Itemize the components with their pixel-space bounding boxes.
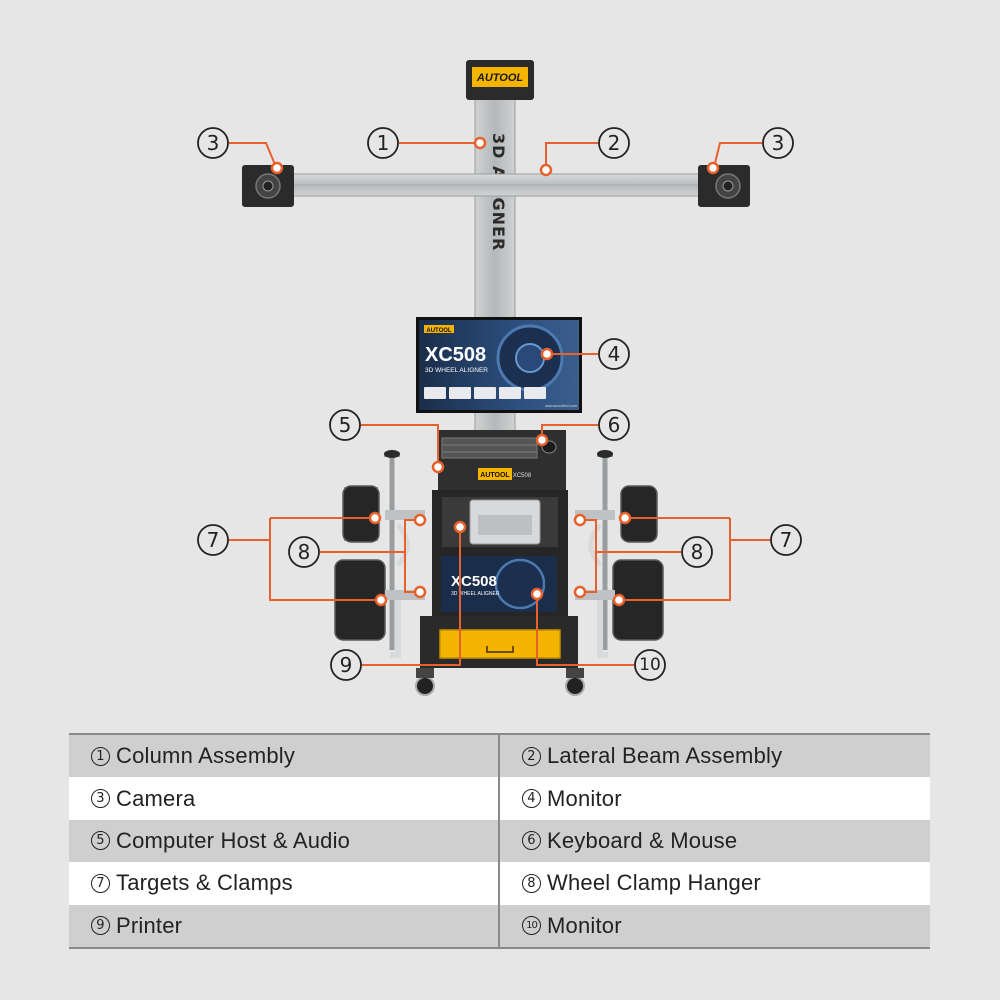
svg-text:10: 10 [639,655,661,675]
legend-item-8: 8 Wheel Clamp Hanger [500,862,930,905]
lower-monitor-subtitle: 3D WHEEL ALIGNER [451,591,500,597]
legend-label: Monitor [547,785,622,811]
camera-right [698,165,750,207]
svg-text:8: 8 [691,540,704,564]
svg-text:3: 3 [207,131,220,155]
lateral-beam [287,173,707,197]
monitor-model: XC508 [425,344,486,366]
cabinet-model: XC508 [513,473,532,479]
legend-label: Printer [116,912,183,938]
main-monitor: AUTOOL XC508 3D WHEEL ALIGNER www.autool… [416,317,582,413]
svg-text:9: 9 [340,653,353,677]
legend-number: 6 [522,831,541,851]
aligner-diagram: AUTOOL 3D ALIGNER AUTOOL XC508 3D WHEEL … [197,60,802,696]
svg-text:5: 5 [339,413,352,437]
callout-3-right: 3 [762,127,794,159]
monitor-brand: AUTOOL [426,328,452,334]
legend-label: Camera [116,785,196,811]
legend-label: Monitor [547,912,622,938]
svg-text:7: 7 [780,528,793,552]
legend-item-10: 10 Monitor [500,904,930,947]
callout-1: 1 [367,127,399,159]
legend-item-4: 4 Monitor [500,777,930,820]
anchor-dots [270,136,720,607]
svg-text:2: 2 [608,131,621,155]
callout-8-right: 8 [681,536,713,568]
legend-item-1: 1 Column Assembly [69,735,500,778]
cabinet: AUTOOL XC508 XC508 3D WHEEL ALIGNER [415,430,585,696]
legend-item-6: 6 Keyboard & Mouse [500,819,930,863]
callout-6: 6 [598,409,630,441]
legend-number: 9 [91,916,110,936]
legend-label: Lateral Beam Assembly [547,743,783,769]
legend-item-9: 9 Printer [69,904,500,947]
legend-table: 1 Column Assembly 2 Lateral Beam Assembl… [69,733,930,949]
legend-number: 3 [91,789,110,809]
monitor-url: www.autooltech.com [545,404,577,408]
legend-item-3: 3 Camera [69,777,500,820]
callout-2: 2 [598,127,630,159]
svg-text:7: 7 [207,528,220,552]
legend-number: 4 [522,789,541,809]
lower-monitor-model: XC508 [451,573,497,590]
camera-left [242,165,294,207]
svg-text:4: 4 [608,342,621,366]
legend-label: Computer Host & Audio [116,827,351,853]
cabinet-brand: AUTOOL [480,472,510,479]
legend-number: 8 [522,873,541,893]
legend-number: 7 [91,873,110,893]
callout-10: 10 [634,649,666,681]
callout-9: 9 [330,649,362,681]
legend-item-2: 2 Lateral Beam Assembly [500,735,930,778]
callout-7-left: 7 [197,524,229,556]
svg-text:8: 8 [298,540,311,564]
svg-text:3: 3 [772,131,785,155]
callout-4: 4 [598,338,630,370]
leader-lines [229,142,770,666]
callout-3-left: 3 [197,127,229,159]
legend-number: 10 [522,916,541,936]
legend-label: Keyboard & Mouse [547,827,738,853]
monitor-subtitle: 3D WHEEL ALIGNER [425,367,488,374]
top-brand-label: AUTOOL [476,72,524,84]
legend-item-7: 7 Targets & Clamps [69,862,500,905]
svg-text:6: 6 [608,413,621,437]
legend-label: Wheel Clamp Hanger [547,870,761,896]
legend-label: Column Assembly [116,743,296,769]
svg-text:1: 1 [377,131,390,155]
callout-8-left: 8 [288,536,320,568]
legend-number: 1 [91,746,110,766]
callout-5: 5 [329,409,361,441]
legend-number: 5 [91,831,110,851]
legend-label: Targets & Clamps [116,870,293,896]
legend-item-5: 5 Computer Host & Audio [69,819,500,863]
legend-number: 2 [522,746,541,766]
callout-7-right: 7 [770,524,802,556]
